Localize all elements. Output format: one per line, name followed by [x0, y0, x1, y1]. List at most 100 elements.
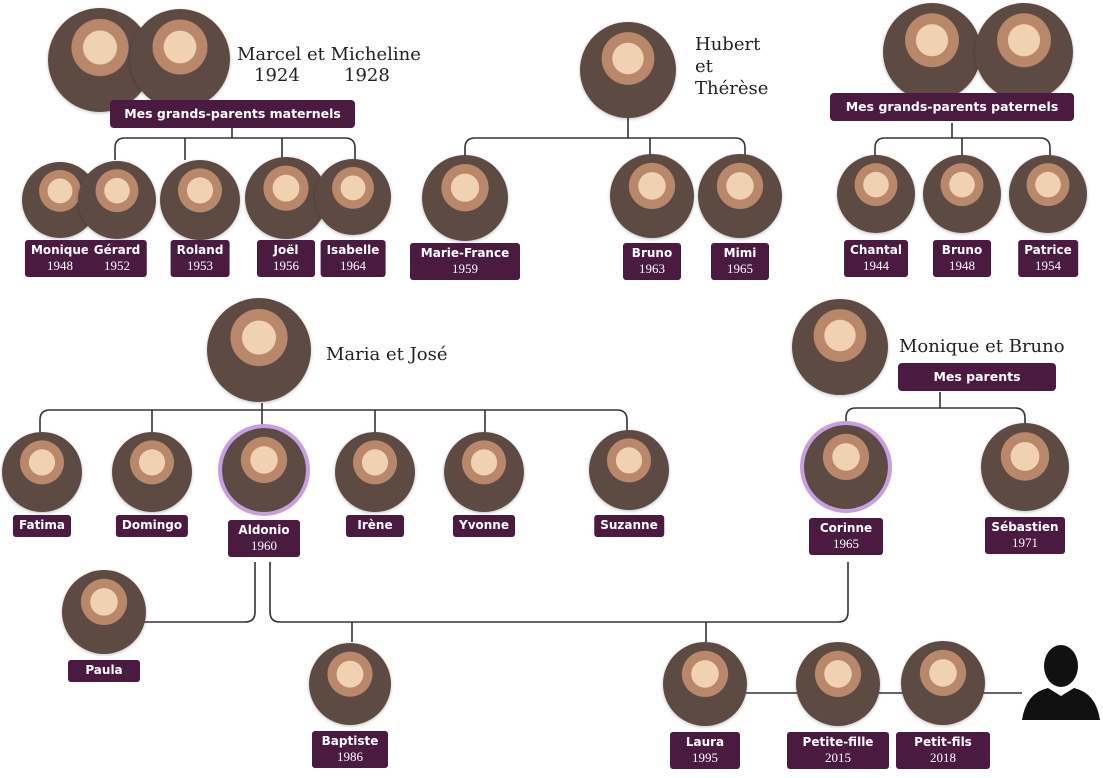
mimi-year: 1965 [727, 261, 753, 276]
joel-year: 1956 [273, 258, 299, 273]
aldonio-year: 1960 [251, 538, 277, 553]
gerard-year: 1952 [103, 258, 130, 273]
patrice-name: Patrice [1024, 243, 1072, 257]
hubert-et: et [695, 56, 713, 77]
mimi-tag: Mimi 1965 [711, 243, 769, 280]
marie-france-year: 1959 [452, 261, 478, 276]
bruno-h-name: Bruno [631, 246, 673, 260]
maternal-couple-names: Marcel et Micheline [237, 44, 421, 65]
bruno-p-year: 1948 [949, 258, 975, 273]
aldonio-name: Aldonio [238, 523, 290, 537]
petite-fille-name: Petite-fille [802, 735, 874, 749]
yvonne-name: Yvonne [459, 518, 509, 532]
monique-tag: Monique 1948 [24, 240, 96, 277]
irene-tag: Irène [346, 515, 404, 537]
sebastien-photo [981, 423, 1069, 511]
laura-photo [663, 642, 747, 726]
chantal-photo [837, 155, 915, 233]
paula-photo [62, 570, 146, 654]
bruno-h-tag: Bruno 1963 [623, 243, 681, 280]
domingo-photo [112, 432, 192, 512]
paternal-grandfather-photo [883, 3, 981, 101]
unknown-person-silhouette-icon [1022, 645, 1100, 720]
gerard-name: Gérard [93, 243, 141, 257]
petite-fille-tag: Petite-fille 2015 [787, 732, 889, 769]
parents-banner: Mes parents [898, 363, 1056, 391]
bruno-h-year: 1963 [639, 261, 665, 276]
corinne-name: Corinne [819, 521, 873, 535]
aldonio-photo [222, 428, 306, 512]
bruno-p-tag: Bruno 1948 [933, 240, 991, 277]
mimi-photo [698, 154, 782, 238]
isabelle-photo [315, 159, 391, 235]
chantal-name: Chantal [850, 243, 902, 257]
isabelle-tag: Isabelle 1964 [320, 240, 386, 277]
domingo-name: Domingo [121, 518, 183, 532]
roland-photo [160, 160, 240, 240]
joel-name: Joël [273, 243, 299, 257]
fatima-photo [2, 432, 82, 512]
petit-fils-name: Petit-fils [914, 735, 972, 749]
bruno-p-photo [923, 155, 1001, 233]
patrice-tag: Patrice 1954 [1018, 240, 1078, 277]
bruno-p-name: Bruno [941, 243, 983, 257]
patrice-photo [1009, 155, 1087, 233]
patrice-year: 1954 [1035, 258, 1061, 273]
petit-fils-year: 2018 [930, 750, 956, 765]
isabelle-name: Isabelle [326, 243, 380, 257]
sebastien-tag: Sébastien 1971 [985, 517, 1065, 554]
sebastien-year: 1971 [1012, 535, 1038, 550]
corinne-photo [804, 425, 888, 509]
micheline-photo [130, 9, 230, 109]
petit-fils-tag: Petit-fils 2018 [896, 732, 990, 769]
laura-tag: Laura 1995 [670, 732, 740, 769]
laura-year: 1995 [692, 750, 718, 765]
irene-name: Irène [357, 518, 393, 532]
fatima-name: Fatima [18, 518, 66, 532]
mimi-name: Mimi [723, 246, 757, 260]
petit-fils-photo [901, 641, 985, 725]
joel-photo [245, 157, 327, 239]
paternal-grandmother-photo [975, 3, 1073, 101]
laura-name: Laura [685, 735, 725, 749]
paternal-grandparents-banner: Mes grands-parents paternels [830, 93, 1074, 121]
roland-name: Roland [176, 243, 224, 257]
maria-jose-names: Maria et José [326, 344, 448, 365]
baptiste-year: 1986 [337, 749, 363, 764]
micheline-year: 1928 [344, 65, 390, 86]
therese-name: Thérèse [695, 78, 769, 99]
monique-name: Monique [30, 243, 90, 257]
irene-photo [335, 432, 415, 512]
baptiste-tag: Baptiste 1986 [312, 731, 388, 768]
bruno-h-photo [610, 154, 694, 238]
fatima-tag: Fatima [12, 515, 72, 537]
maria-jose-photo [207, 298, 311, 402]
domingo-tag: Domingo [115, 515, 189, 537]
chantal-tag: Chantal 1944 [844, 240, 908, 277]
roland-year: 1953 [186, 258, 213, 273]
sebastien-name: Sébastien [991, 520, 1059, 534]
roland-tag: Roland 1953 [170, 240, 230, 277]
isabelle-year: 1964 [340, 258, 366, 273]
parents-photo [792, 299, 888, 395]
gerard-tag: Gérard 1952 [87, 240, 147, 277]
gerard-photo [78, 161, 156, 239]
corinne-year: 1965 [833, 536, 859, 551]
baptiste-name: Baptiste [321, 734, 379, 748]
corinne-tag: Corinne 1965 [809, 518, 883, 555]
aldonio-tag: Aldonio 1960 [228, 520, 300, 557]
yvonne-tag: Yvonne [453, 515, 515, 537]
suzanne-name: Suzanne [600, 518, 658, 532]
hubert-therese-photo [580, 22, 676, 118]
monique-year: 1948 [47, 258, 73, 273]
suzanne-photo [589, 430, 669, 510]
petite-fille-photo [796, 642, 880, 726]
marie-france-photo [422, 155, 508, 241]
joel-tag: Joël 1956 [257, 240, 315, 277]
maternal-grandparents-banner: Mes grands-parents maternels [110, 100, 355, 128]
baptiste-photo [309, 643, 391, 725]
paula-name: Paula [85, 663, 123, 677]
petite-fille-year: 2015 [825, 750, 851, 765]
marie-france-name: Marie-France [420, 246, 510, 260]
